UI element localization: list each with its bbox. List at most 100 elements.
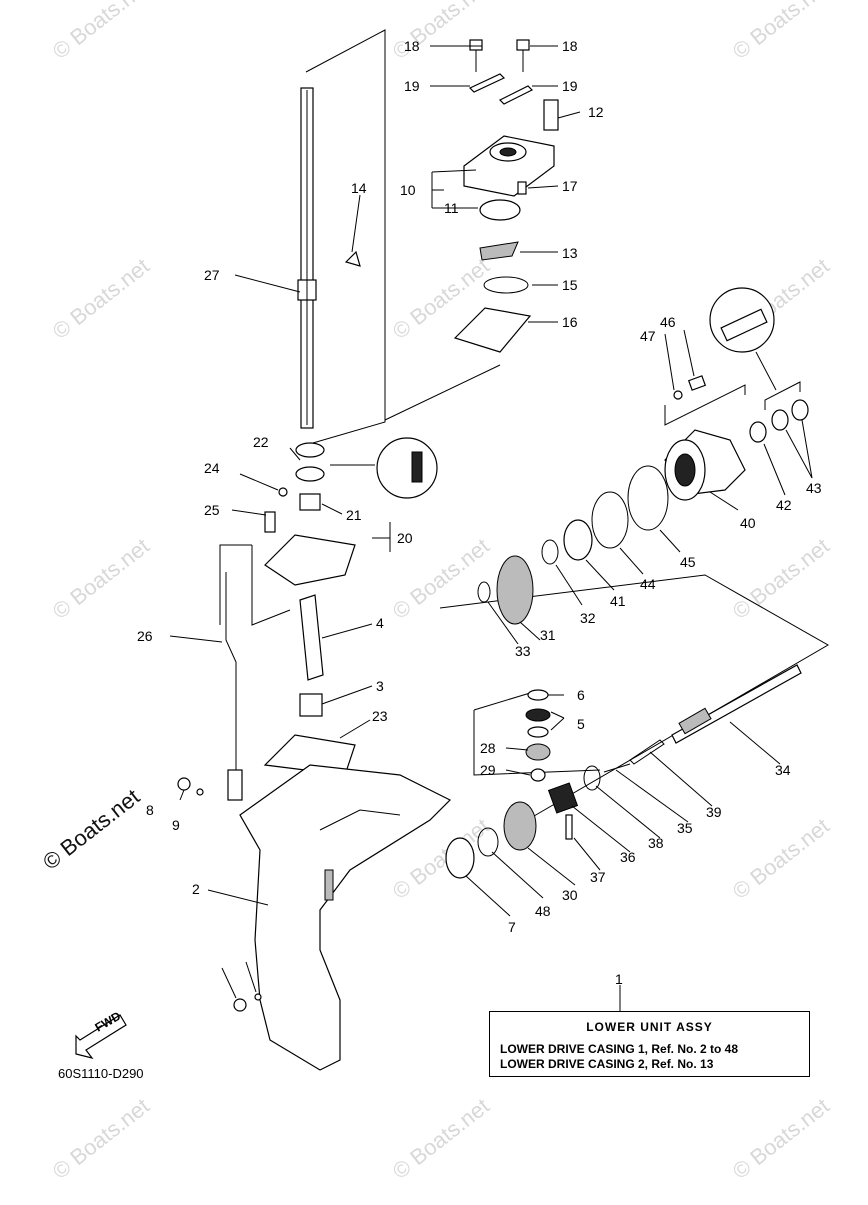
part-label-27: 27: [204, 267, 220, 283]
reverse-gear: [496, 555, 534, 625]
part-label-37: 37: [590, 869, 606, 885]
part-label-18: 18: [562, 38, 578, 54]
part-label-31: 31: [540, 627, 556, 643]
part-label-21: 21: [346, 507, 362, 523]
part-label-30: 30: [562, 887, 578, 903]
legend-line: LOWER DRIVE CASING 1, Ref. No. 2 to 48: [500, 1042, 739, 1056]
part-label-47: 47: [640, 328, 656, 344]
part-label-12: 12: [588, 104, 604, 120]
grommet: [299, 693, 323, 717]
bolt: [516, 39, 530, 72]
bracket-line: [305, 29, 386, 446]
seal: [749, 421, 767, 443]
fwd-arrow: FWD: [75, 1009, 127, 1059]
part-label-33: 33: [515, 643, 531, 659]
seal: [771, 409, 789, 431]
watermark: © Boats.net: [48, 0, 154, 64]
part-label-29: 29: [480, 762, 496, 778]
seal: [295, 466, 325, 482]
woodruff-key: [344, 250, 361, 267]
tube-fitting: [543, 99, 559, 131]
outer-plate: [453, 307, 532, 353]
dog-clutch: [547, 782, 579, 814]
washer: [254, 993, 262, 1001]
shim: [477, 827, 499, 857]
cross-pin: [603, 763, 631, 773]
seal: [295, 442, 325, 458]
washer: [673, 390, 683, 400]
part-label-9: 9: [172, 817, 180, 833]
part-label-23: 23: [372, 708, 388, 724]
bearing: [563, 519, 593, 561]
bolt: [687, 375, 707, 391]
bracket-line: [664, 384, 746, 426]
impeller: [479, 241, 519, 261]
watermark: © Boats.net: [728, 1093, 834, 1184]
part-label-20: 20: [397, 530, 413, 546]
retainer-plate: [498, 85, 534, 105]
bracket-line: [764, 381, 801, 410]
bracket-line: [473, 710, 601, 776]
seal: [791, 399, 809, 421]
part-label-15: 15: [562, 277, 578, 293]
shim: [527, 689, 549, 701]
shift-rod: [225, 572, 237, 775]
water-tube: [299, 594, 324, 681]
part-label-16: 16: [562, 314, 578, 330]
bracket-line: [384, 364, 501, 421]
part-label-13: 13: [562, 245, 578, 261]
part-label-24: 24: [204, 460, 220, 476]
forward-gear: [503, 801, 537, 851]
lower-casing: [239, 764, 452, 1071]
watermark: © Boats.net: [48, 1093, 154, 1184]
bracket-line: [439, 574, 830, 824]
part-label-43: 43: [806, 480, 822, 496]
seal-detail: [720, 308, 768, 342]
part-label-22: 22: [253, 434, 269, 450]
part-label-48: 48: [535, 903, 551, 919]
part-label-45: 45: [680, 554, 696, 570]
bolt: [177, 777, 191, 791]
part-label-7: 7: [508, 919, 516, 935]
pump-insert: [479, 199, 521, 221]
part-label-44: 44: [640, 576, 656, 592]
part-label-19: 19: [562, 78, 578, 94]
part-label-40: 40: [740, 515, 756, 531]
water-pump-housing: [463, 135, 555, 197]
part-label-18: 18: [404, 38, 420, 54]
washer: [196, 788, 204, 796]
propeller-shaft-housing: [664, 429, 746, 501]
part-label-8: 8: [146, 802, 154, 818]
part-label-17: 17: [562, 178, 578, 194]
part-label-19: 19: [404, 78, 420, 94]
bolt: [233, 998, 247, 1012]
part-label-25: 25: [204, 502, 220, 518]
watermark: © Boats.net: [728, 0, 834, 64]
part-label-34: 34: [775, 762, 791, 778]
drive-shaft: [297, 87, 317, 429]
o-ring: [483, 276, 529, 294]
washer: [541, 539, 559, 565]
part-label-36: 36: [620, 849, 636, 865]
legend-line: LOWER DRIVE CASING 2, Ref. No. 13: [500, 1057, 714, 1071]
watermark: © Boats.net: [48, 253, 154, 344]
part-label-6: 6: [577, 687, 585, 703]
watermark: © Boats.net: [388, 533, 494, 624]
legend-title: LOWER UNIT ASSY: [586, 1020, 713, 1034]
bolt: [469, 39, 483, 72]
watermark: © Boats.net: [728, 813, 834, 904]
part-label-39: 39: [706, 804, 722, 820]
ring: [583, 765, 601, 791]
pinion: [525, 743, 551, 761]
o-ring: [591, 491, 629, 549]
bolt: [264, 511, 276, 533]
diagram-code: 60S1110-D290: [58, 1066, 144, 1081]
watermark-group: © Boats.net © Boats.net © Boats.net © Bo…: [48, 0, 834, 1184]
bracket-line: [219, 544, 252, 625]
o-ring: [627, 465, 669, 531]
part-label-38: 38: [648, 835, 664, 851]
propeller-shaft: [671, 664, 802, 744]
bushing: [299, 493, 321, 511]
watermark: © Boats.net: [48, 533, 154, 624]
